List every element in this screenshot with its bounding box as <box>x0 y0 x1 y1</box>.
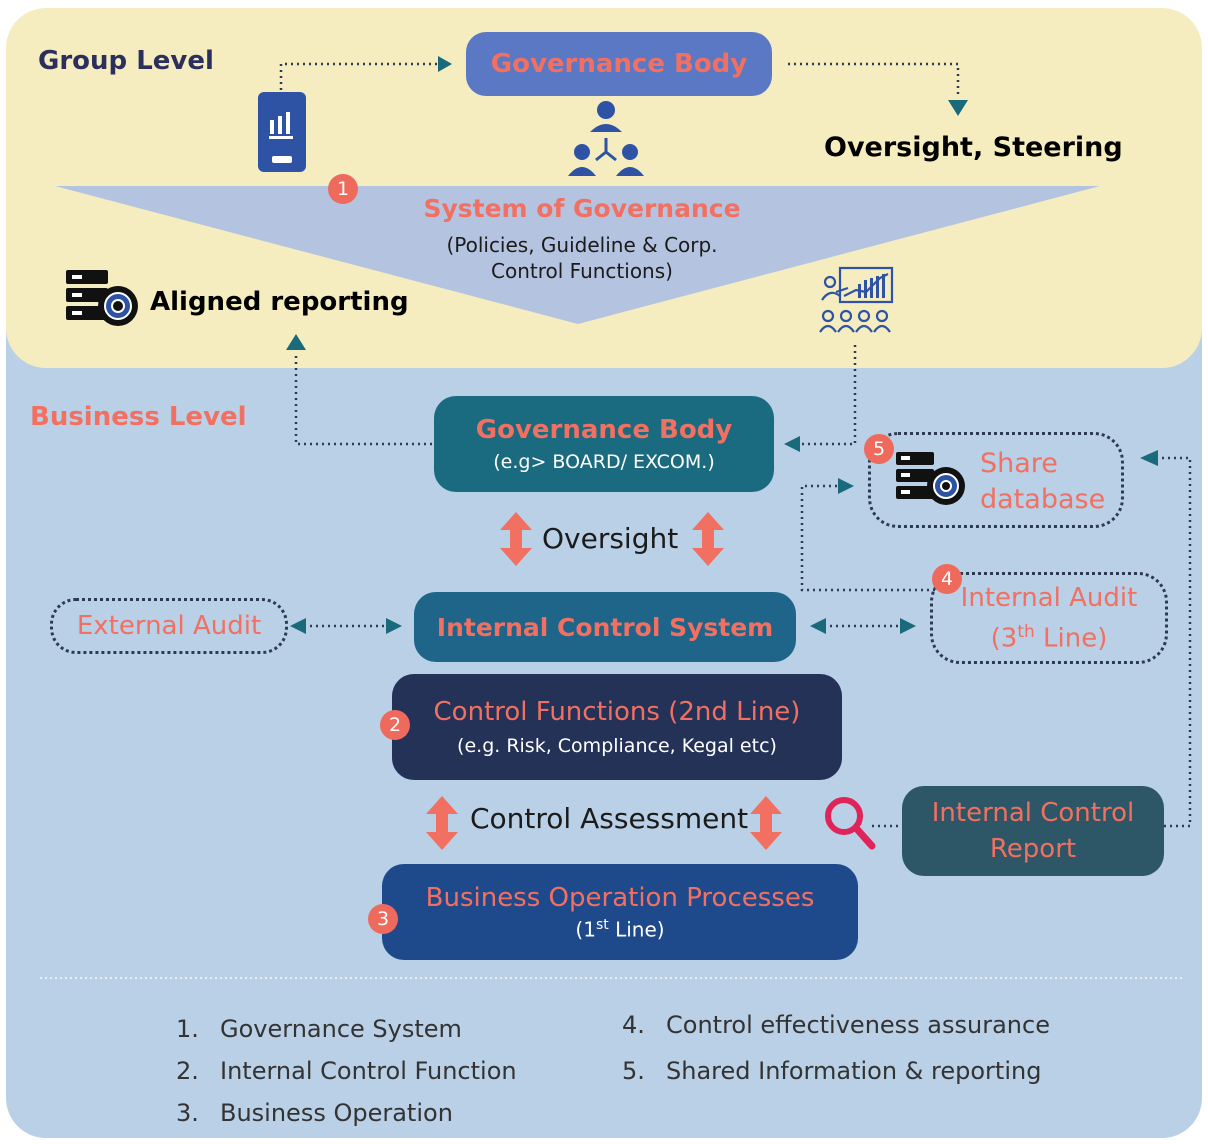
system-of-governance-triangle <box>55 186 1100 324</box>
internal-control-system-label: Internal Control System <box>436 612 774 642</box>
oversight-label: Oversight <box>542 522 679 555</box>
legend-text: Internal Control Function <box>220 1057 517 1085</box>
badge-4: 4 <box>932 564 962 594</box>
internal-control-system: Internal Control System <box>414 592 796 662</box>
external-audit-box: External Audit <box>50 598 288 654</box>
system-of-governance-title: System of Governance <box>423 194 741 223</box>
legend-item: 5. Shared Information & reporting <box>622 1048 1050 1094</box>
legend-item: 1. Governance System <box>176 1008 517 1050</box>
business-governance-body: Governance Body (e.g> BOARD/ EXCOM.) <box>434 396 774 492</box>
share-database-label: Share database <box>980 446 1105 518</box>
oversight-steering-label: Oversight, Steering <box>824 132 1123 163</box>
external-audit-label: External Audit <box>76 611 262 641</box>
bop-sub-sup: st <box>595 916 609 933</box>
control-assessment-label: Control Assessment <box>470 802 749 835</box>
control-functions-title: Control Functions (2nd Line) <box>433 697 801 727</box>
internal-audit-line-1: Internal Audit <box>960 582 1138 613</box>
share-line-1: Share <box>980 448 1058 479</box>
system-desc-line-2: Control Functions) <box>491 259 673 283</box>
legend-item: 3. Business Operation <box>176 1092 517 1134</box>
people-hierarchy-icon <box>568 101 644 176</box>
legend-num: 1. <box>176 1015 199 1043</box>
legend-num: 4. <box>622 1011 645 1039</box>
legend-text: Governance System <box>220 1015 462 1043</box>
group-governance-body-label: Governance Body <box>490 49 748 79</box>
legend-num: 3. <box>176 1099 199 1127</box>
control-functions-box: Control Functions (2nd Line) (e.g. Risk,… <box>392 674 842 780</box>
business-governance-sub: (e.g> BOARD/ EXCOM.) <box>493 451 715 473</box>
business-level-label: Business Level <box>30 402 247 432</box>
legend-right: 4. Control effectiveness assurance 5. Shar… <box>622 1002 1050 1094</box>
bop-sub-post: Line) <box>608 917 665 942</box>
internal-control-report: Internal Control Report <box>902 786 1164 876</box>
legend-item: 2. Internal Control Function <box>176 1050 517 1092</box>
ia-line2-post: Line) <box>1034 623 1108 654</box>
badge-3: 3 <box>368 904 398 934</box>
report-device-icon <box>258 92 306 172</box>
system-of-governance-wrap: System of Governance <box>0 194 1164 223</box>
business-operation-box: Business Operation Processes (1st Line) <box>382 864 858 960</box>
bop-sub-pre: (1 <box>575 917 596 942</box>
legend-item: 4. Control effectiveness assurance <box>622 1002 1050 1048</box>
presentation-audience-icon <box>819 266 894 333</box>
group-level-label: Group Level <box>38 46 214 76</box>
magnifier-icon <box>825 797 876 850</box>
group-governance-body: Governance Body <box>466 32 772 96</box>
aligned-reporting-label: Aligned reporting <box>150 287 409 317</box>
legend-text: Control effectiveness assurance <box>666 1011 1050 1039</box>
legend-text: Business Operation <box>220 1099 453 1127</box>
control-functions-sub: (e.g. Risk, Compliance, Kegal etc) <box>457 735 777 757</box>
business-governance-title: Governance Body <box>475 415 733 445</box>
legend-text: Shared Information & reporting <box>666 1057 1042 1085</box>
badge-5: 5 <box>864 434 894 464</box>
badge-2: 2 <box>380 710 410 740</box>
system-of-governance-desc: (Policies, Guideline & Corp. Control Fun… <box>382 232 782 284</box>
share-database-icon <box>896 452 965 505</box>
internal-audit-box: Internal Audit (3th Line) <box>930 572 1168 664</box>
icr-line-2: Report <box>989 834 1077 864</box>
system-desc-line-1: (Policies, Guideline & Corp. <box>446 233 718 257</box>
database-gear-icon <box>66 270 138 326</box>
share-line-2: database <box>980 484 1106 515</box>
legend-num: 5. <box>622 1057 645 1085</box>
internal-audit-line-2: (3th Line) <box>991 615 1108 656</box>
ia-line2-pre: (3 <box>990 623 1018 654</box>
business-operation-sub: (1st Line) <box>575 917 664 942</box>
legend-num: 2. <box>176 1057 199 1085</box>
business-operation-title: Business Operation Processes <box>425 882 815 913</box>
icr-line-1: Internal Control <box>931 798 1135 828</box>
ia-line2-sup: th <box>1017 621 1035 642</box>
badge-1: 1 <box>328 174 358 204</box>
share-database-box <box>868 432 1124 528</box>
legend-left: 1. Governance System 2. Internal Control F… <box>176 1008 517 1134</box>
